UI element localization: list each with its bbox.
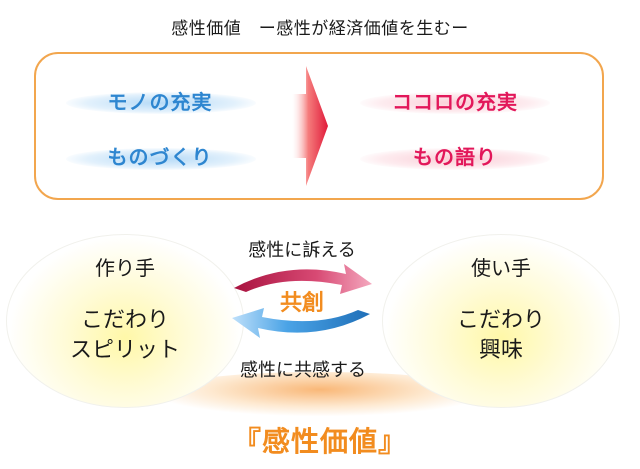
cycle-top-label: 感性に訴える (248, 240, 356, 261)
right-item-kokoro-juujitsu: ココロの充実 (392, 90, 518, 114)
user-description-line2: 興味 (478, 338, 523, 363)
user-title: 使い手 (471, 256, 531, 280)
result-label: 『感性価値』 (232, 425, 407, 458)
highlight-glow (66, 148, 256, 170)
co-creation-label: 共創 (279, 291, 324, 316)
cycle-bottom-label: 感性に共感する (240, 360, 366, 381)
maker-title: 作り手 (95, 256, 155, 280)
diagram-title: 感性価値 ー感性が経済価値を生むー (171, 19, 469, 39)
maker-description-line1: こだわり (80, 308, 169, 333)
cycle-arrows-icon (232, 264, 372, 338)
transition-arrow-icon (292, 66, 328, 186)
highlight-glow (360, 148, 550, 170)
highlight-glow (66, 92, 256, 114)
user-bubble (382, 234, 620, 408)
user-description-line1: こだわり (456, 308, 545, 333)
left-item-monozukuri: ものづくり (107, 145, 213, 169)
left-item-mono-juujitsu: モノの充実 (107, 90, 213, 114)
right-item-monogatari: もの語り (413, 145, 497, 169)
highlight-glow (360, 92, 550, 114)
maker-description-line2: スピリット (69, 338, 180, 363)
